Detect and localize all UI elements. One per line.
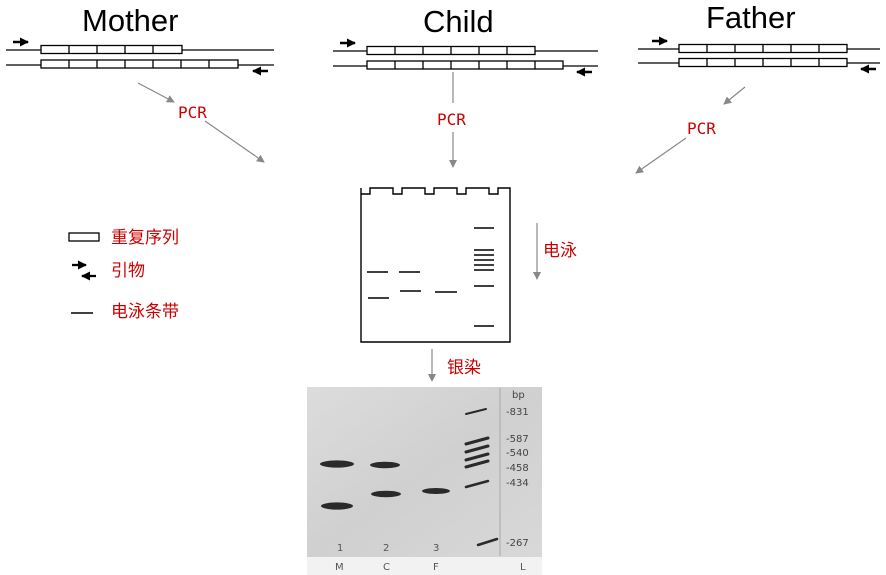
silver-stain-label: 银染 [447,358,481,378]
photo-band [371,490,401,498]
photo-band [370,461,400,469]
photo-marker: -587 [506,434,529,445]
mother-dna [6,44,274,69]
child-dna [333,45,598,70]
photo-lane-letter: F [433,562,439,573]
photo-lane-letter: L [520,562,526,573]
gel-photo-bands [320,460,450,510]
gel-outline [360,187,511,343]
gel-photo-background [307,387,542,557]
photo-lane-number: 3 [433,543,439,554]
pcr-label-father: PCR [687,119,716,138]
photo-lane-letter: M [335,562,344,573]
legend-electrophoresis-band: 电泳条带 [111,302,179,322]
primer-icon [72,260,96,281]
electrophoresis-label: 电泳 [543,241,577,261]
photo-band [422,488,450,494]
photo-lane-number: 2 [383,543,389,554]
photo-band [321,502,353,510]
gel-photo-label-strip [307,557,542,575]
pcr-arrows [137,72,746,174]
mother-primer-arrows [13,37,268,76]
photo-marker: -434 [506,478,529,489]
legend-repeat-sequence: 重复序列 [111,228,179,248]
legend: 重复序列 引物 电泳条带 [68,228,179,322]
photo-band [320,460,354,468]
pcr-label-child: PCR [437,110,466,129]
father-primer-arrows [652,36,876,74]
legend-primer: 引物 [111,261,145,281]
father-dna [638,43,880,68]
pcr-label-mother: PCR [178,103,207,122]
photo-lane-letter: C [383,562,390,573]
child-title: Child [423,4,494,39]
gel-bands [367,227,494,327]
photo-marker: -267 [506,538,529,549]
photo-marker: -458 [506,463,529,474]
child-primer-arrows [340,38,592,77]
gel-photo: bp -831 -587 -540 -458 -434 -267 1 2 3 M… [307,387,542,575]
photo-marker: -540 [506,448,529,459]
mother-title: Mother [82,3,178,38]
photo-unit: bp [512,390,525,401]
photo-marker: -831 [506,407,529,418]
father-title: Father [706,0,796,35]
photo-lane-number: 1 [337,543,343,554]
repeat-sequence-icon [68,232,100,242]
gel-photo-ladder [464,408,499,547]
